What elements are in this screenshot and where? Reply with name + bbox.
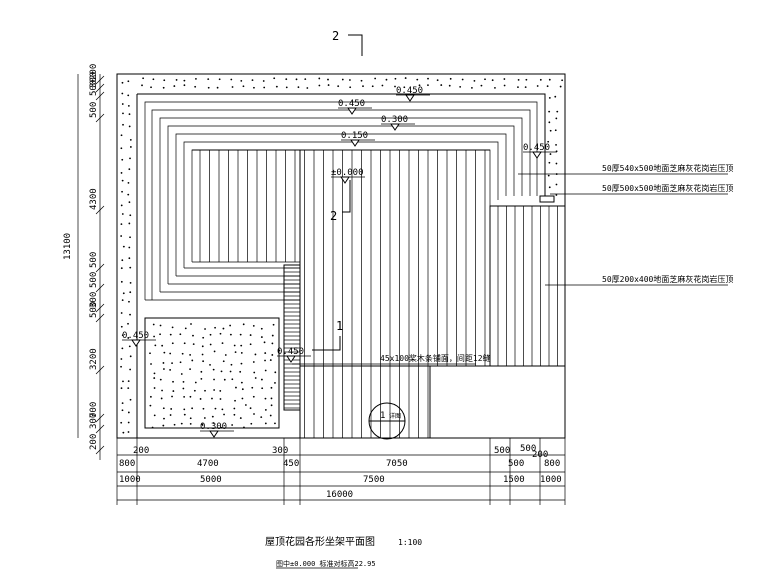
lawn-dots [149,323,277,429]
note-decking: 45x100桨木条铺面，间距12缝 [380,353,491,363]
dim-left-segment-0: 200 [89,64,99,80]
dim-bottom-overall: 16000 [326,490,353,500]
lower-deck [300,365,490,439]
detail-callout: 1 详图 [368,402,406,440]
dimension-chain-left: 1310020030050050043005005003005003200700… [63,64,105,460]
drawing-subtitle: 图中±0.000 标准对标高22.95 [276,559,376,568]
deck-boards [192,149,490,438]
dim-left-segment-7: 300 [89,292,99,308]
level-marker-triangle-8 [209,430,219,438]
dim-bottom-row3-1: 5000 [200,475,222,485]
section-mark-inner: 2 [330,180,351,223]
dim-left-segment-2: 500 [89,80,99,96]
level-marker-2: 0.300 [381,115,408,125]
dim-left-segment-6: 500 [89,272,99,288]
section-mark-top: 2 [332,29,363,56]
detail-callout-number: 1 [380,411,385,421]
dim-bottom-row2-2: 450 [283,459,299,469]
level-marker-triangle-5 [340,176,350,184]
dim-bottom-row1-2: 500 [494,446,510,456]
level-marker-triangle-3 [350,139,360,147]
note-540x500: 50厚540x500地面芝麻灰花岗岩压顶 [602,163,733,173]
stair-treads [284,267,300,409]
level-marker-4: 0.450 [523,143,550,153]
dim-left-segment-11: 300 [89,413,99,429]
planter-dots [120,77,564,434]
dim-left-segment-1: 300 [89,72,99,88]
level-marker-triangle-1 [347,107,357,115]
level-marker-3: 0.150 [341,131,368,141]
dim-bottom-row2-3: 7050 [386,459,408,469]
level-markers: 0.450 0.450 0.300 0.150 0.450 ±0.000 0.450 0.45… [122,86,557,438]
dim-left-segment-10: 700 [89,402,99,418]
level-marker-triangle-7 [286,355,296,363]
section-mark-inner-number: 2 [330,209,337,223]
dim-bottom-row1-4: 200 [532,450,548,460]
level-marker-8: 0.300 [200,422,227,432]
dim-bottom-row2-0: 800 [119,459,135,469]
note-200x400: 50厚200x400地面芝麻灰花岗岩压顶 [602,274,733,284]
dim-bottom-row3-2: 7500 [363,475,385,485]
dim-left-segment-9: 3200 [89,348,99,370]
dim-left-segment-12: 200 [89,434,99,450]
level-marker-5: ±0.000 [331,168,364,178]
leader-notes: 50厚540x500地面芝麻灰花岗岩压顶 50厚500x500地面芝麻灰花岗岩压… [292,163,733,365]
detail-callout-sheet: 详图 [389,412,401,420]
dim-bottom-row3-4: 1000 [540,475,562,485]
level-marker-triangle-0 [405,94,415,102]
dim-bottom-row2-5: 800 [544,459,560,469]
dim-bottom-row1-1: 300 [272,446,288,456]
dim-bottom-row3-0: 1000 [119,475,141,485]
level-marker-6: 0.450 [122,331,149,341]
stair-strip [283,264,301,411]
dim-left-segment-4: 4300 [89,188,99,210]
dim-left-overall: 13100 [63,233,73,260]
section-mark-lower: 1 [312,319,343,351]
dim-left-segment-3: 500 [89,102,99,118]
level-marker-triangle-2 [390,123,400,131]
dim-left-segment-8: 500 [89,302,99,318]
level-marker-1: 0.450 [338,99,365,109]
dim-bottom-row2-1: 4700 [197,459,219,469]
section-mark-lower-number: 1 [336,319,343,333]
step-lines [144,101,538,301]
level-marker-triangle-6 [131,339,141,347]
right-deck [489,195,566,367]
lawn-planting-area [144,317,280,429]
drawing-scale: 1:100 [398,538,422,547]
dim-bottom-row3-3: 1500 [503,475,525,485]
level-marker-0: 0.450 [396,86,423,96]
right-deck-boards [497,206,558,366]
note-500x500: 50厚500x500地面芝麻灰花岗岩压顶 [602,183,733,193]
section-mark-top-number: 2 [332,29,339,43]
dim-left-segment-5: 500 [89,252,99,268]
level-marker-7: 0.450 [277,347,304,357]
dim-bottom-row2-4: 500 [508,459,524,469]
drawing-title: 屋顶花园各形坐架平面图 [265,535,375,548]
title-block: 屋顶花园各形坐架平面图 1:100 图中±0.000 标准对标高22.95 [265,535,422,569]
dim-bottom-row1-3: 500 [520,444,536,454]
dim-bottom-row1-0: 200 [133,446,149,456]
level-marker-triangle-4 [532,151,542,159]
